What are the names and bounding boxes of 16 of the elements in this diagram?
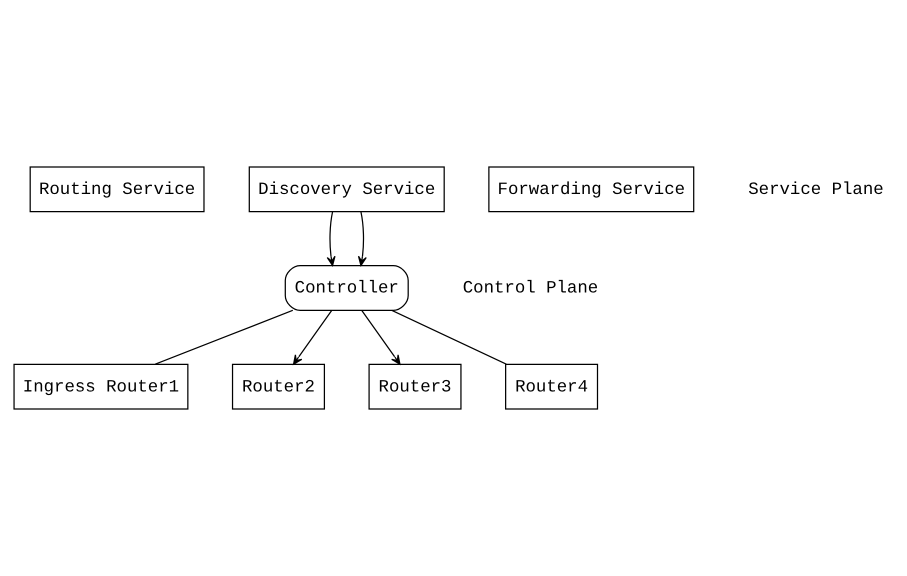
node-box: Router3 bbox=[368, 364, 462, 410]
node-box: Router2 bbox=[232, 364, 326, 410]
node-box: Forwarding Service bbox=[488, 166, 694, 212]
connector bbox=[391, 310, 507, 365]
arrow bbox=[358, 212, 367, 266]
node-box: Ingress Router1 bbox=[13, 364, 188, 410]
arrow bbox=[326, 212, 336, 266]
node-box: Discovery Service bbox=[248, 166, 445, 212]
node-box: Controller bbox=[284, 265, 409, 311]
node-box: Router4 bbox=[505, 364, 598, 410]
arrow bbox=[361, 310, 401, 365]
connector bbox=[154, 310, 294, 365]
label: Service Plane bbox=[748, 180, 884, 200]
node-box: Routing Service bbox=[30, 166, 205, 212]
arrow bbox=[292, 310, 332, 365]
label: Control Plane bbox=[462, 280, 598, 299]
